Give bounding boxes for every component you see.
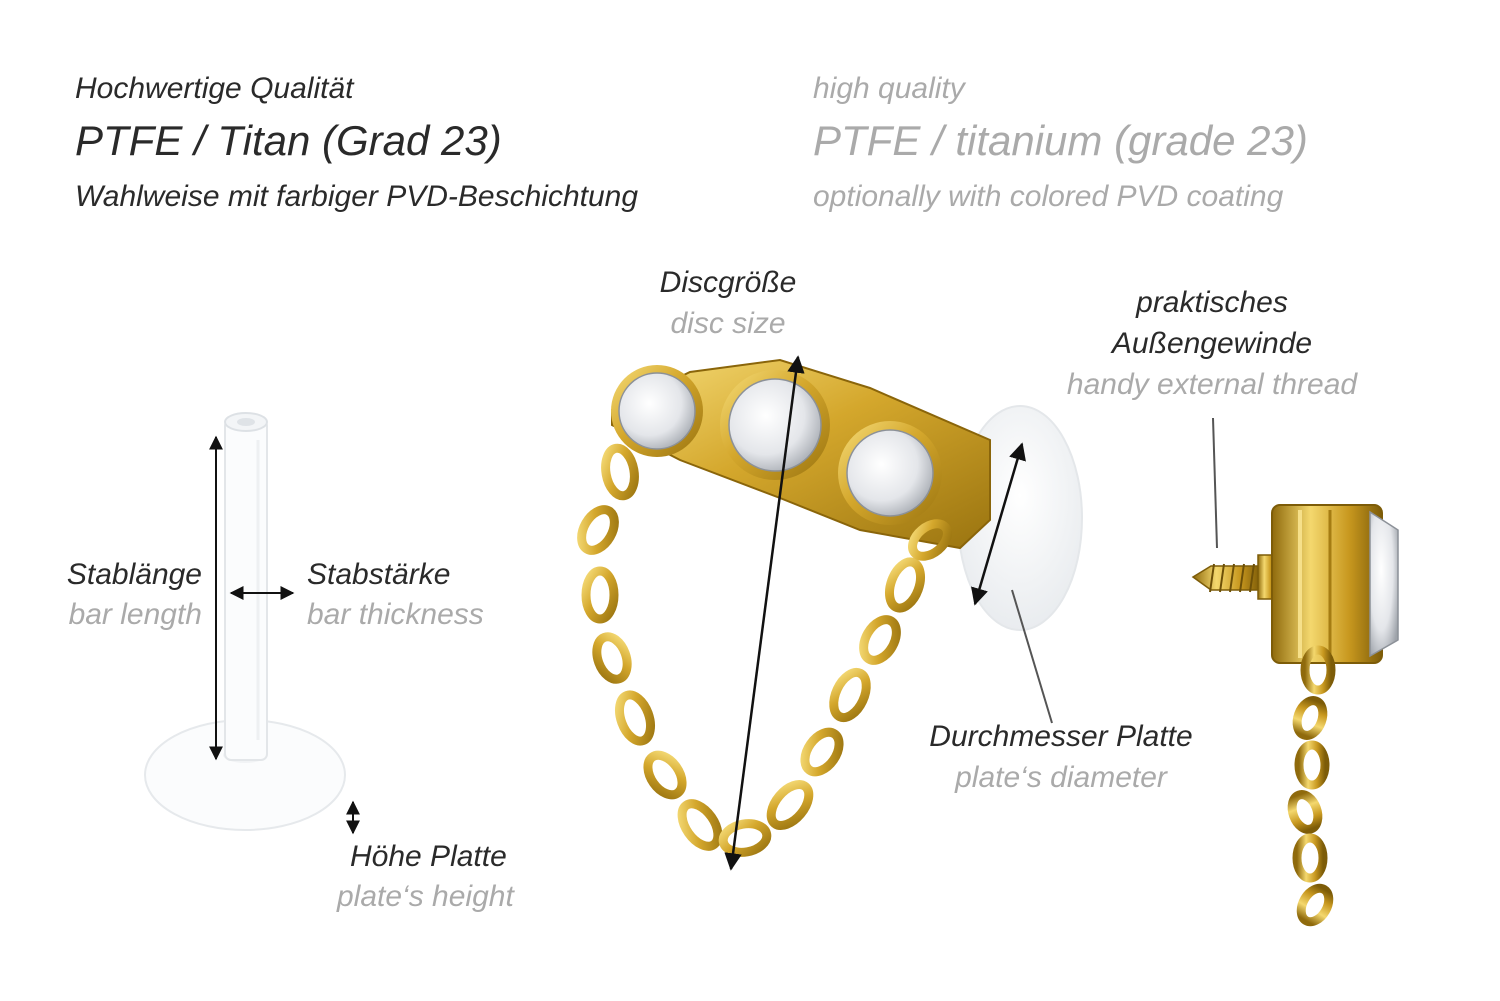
material-title-en: PTFE / titanium (grade 23) <box>813 117 1308 164</box>
bar-thickness-label-de: Stabstärke <box>307 558 451 591</box>
bar-thickness-label-en: bar thickness <box>307 598 484 631</box>
plate-height-label-de: Höhe Platte <box>350 840 507 873</box>
plate-diameter-label-de: Durchmesser Platte <box>929 720 1193 753</box>
plate-height-label-en: plate‘s height <box>337 880 514 913</box>
coating-note-de: Wahlweise mit farbiger PVD-Beschichtung <box>75 180 639 213</box>
coating-note-en: optionally with colored PVD coating <box>813 180 1284 213</box>
thread-label-de-line2: Außengewinde <box>1111 327 1313 360</box>
quality-title-en: high quality <box>813 72 965 105</box>
plate-diameter-label-en: plate‘s diameter <box>955 761 1167 794</box>
plate-diameter-arrow <box>971 442 1026 606</box>
thread-side-drawing <box>1191 504 1399 664</box>
bar-length-label-en: bar length <box>68 598 202 631</box>
plate-diameter-pointer <box>1011 589 1053 724</box>
thread-pointer <box>1212 417 1218 549</box>
disc-size-label-de: Discgröße <box>659 266 797 299</box>
quality-title-de: Hochwertige Qualität <box>75 72 354 105</box>
disc-size-arrow <box>724 355 805 871</box>
side-chain-drawing <box>1287 645 1336 927</box>
bar-length-label-de: Stablänge <box>66 558 202 591</box>
thread-label-de-line1: praktisches <box>1136 286 1288 319</box>
disc-size-label-en: disc size <box>670 307 786 340</box>
material-title-de: PTFE / Titan (Grad 23) <box>75 117 502 164</box>
thread-label-en: handy external thread <box>1066 368 1358 401</box>
